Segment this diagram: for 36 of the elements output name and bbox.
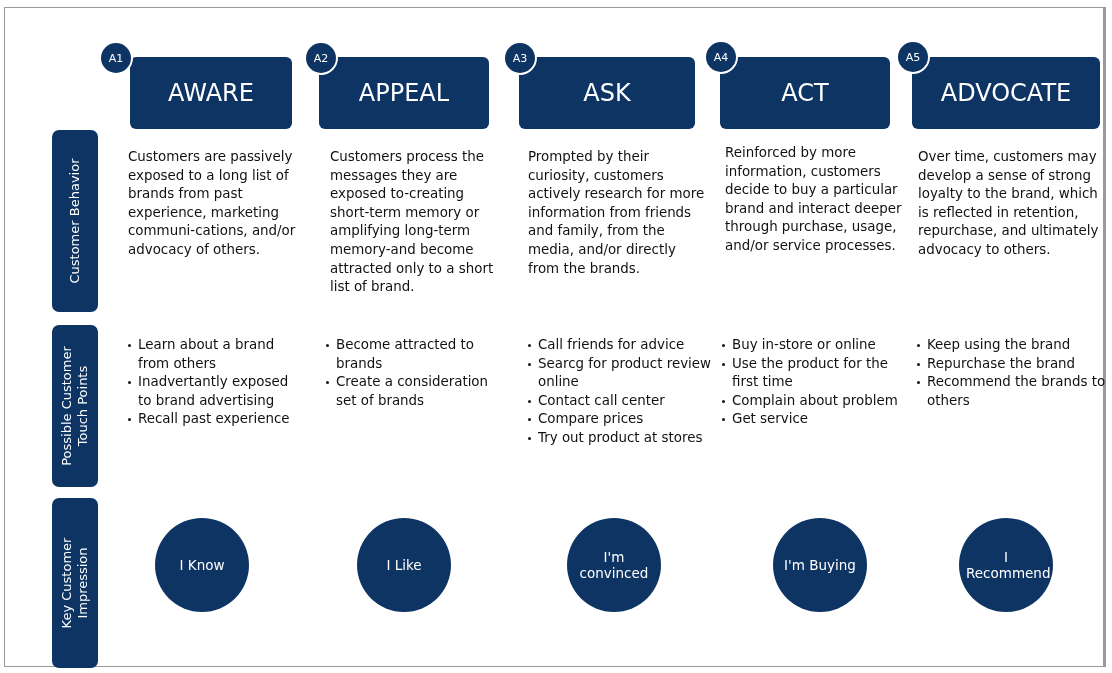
touch-point-item: Keep using the brand (916, 336, 1106, 355)
behavior-text: Customers are passively exposed to a long list of brands from past experience, marketing communi-cations, and/or advocacy of others. (128, 148, 296, 259)
touch-point-item: Learn about a brand from others (127, 336, 299, 374)
touch-point-item: Create a consideration set of brands (325, 373, 505, 411)
step-badge: A5 (898, 42, 928, 72)
row-header: Possible Customer Touch Points (52, 325, 98, 487)
touch-point-item: Compare prices (527, 410, 712, 429)
touch-point-item: Recommend the brands to others (916, 373, 1106, 411)
touch-point-item: Searcg for product review online (527, 354, 712, 392)
touch-point-item: Use the product for the first time (721, 354, 901, 392)
touch-point-item: Become attracted to brands (325, 336, 505, 374)
step-badge: A3 (505, 43, 535, 73)
step-badge: A1 (101, 43, 131, 73)
row-header: Key Customer Impression (52, 498, 98, 668)
impression-circle: I'm Buying (773, 518, 867, 612)
touch-point-item: Buy in-store or online (721, 336, 901, 355)
step-badge: A4 (706, 42, 736, 72)
impression-circle: I Recommend (959, 518, 1053, 612)
behavior-text: Reinforced by more information, customers decide to buy a particular brand and interact deeper through purchase, usage, and/or service processes. (725, 144, 903, 255)
touch-point-item: Call friends for advice (527, 336, 712, 355)
touch-point-item: Get service (721, 410, 901, 429)
touch-point-item: Contact call center (527, 391, 712, 411)
impression-circle: I Know (155, 518, 249, 612)
impression-circle: I'm convinced (567, 518, 661, 612)
touch-point-item: Recall past experience (127, 410, 299, 429)
behavior-text: Over time, customers may develop a sense of strong loyalty to the brand, which is reflected in retention, repurchase, and ultimately advocacy to others. (918, 148, 1100, 259)
stage-header: AWARE (130, 57, 292, 129)
row-header: Customer Behavior (52, 130, 98, 312)
touch-point-item: Inadvertantly exposed to brand advertising (127, 373, 299, 411)
behavior-text: Prompted by their curiosity, customers actively research for more information from friends and family, from the media, and/or directly from the brands. (528, 148, 706, 278)
step-badge: A2 (306, 43, 336, 73)
behavior-text: Customers process the messages they are exposed to-creating short-term memory or amplifying long-term memory-and become attracted only to a short list of brand. (330, 148, 495, 297)
touch-point-item: Try out product at stores (527, 428, 712, 448)
touch-point-item: Repurchase the brand (916, 354, 1106, 374)
impression-circle: I Like (357, 518, 451, 612)
touch-point-item: Complain about problem (721, 391, 901, 411)
